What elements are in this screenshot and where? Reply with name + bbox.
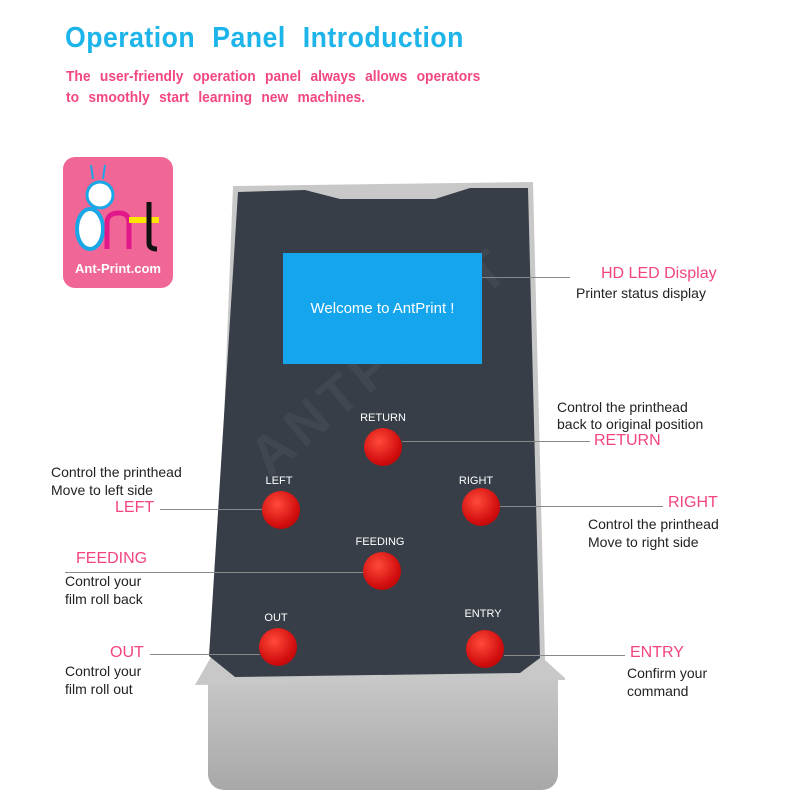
entry-label: ENTRY <box>464 608 502 620</box>
out-button[interactable] <box>259 628 297 666</box>
out-label: OUT <box>264 612 288 624</box>
display-leader-line <box>482 277 570 278</box>
return-callout-desc-1: Control the printhead <box>557 399 688 415</box>
left-label: LEFT <box>265 475 293 487</box>
subtitle-line-1: The user-friendly operation panel always… <box>66 68 481 85</box>
out-callout-desc-2: film roll out <box>65 681 133 697</box>
return-label: RETURN <box>360 412 406 424</box>
display-text: Welcome to AntPrint ! <box>310 300 455 317</box>
left-callout-desc-1: Control the printhead <box>51 464 182 480</box>
out-callout-title: OUT <box>110 644 144 661</box>
entry-button[interactable] <box>466 630 504 668</box>
right-label: RIGHT <box>458 475 494 487</box>
right-callout-desc-2: Move to right side <box>588 534 699 550</box>
entry-callout-desc-2: command <box>627 683 689 699</box>
led-display: Welcome to AntPrint ! <box>283 253 482 364</box>
out-leader-line <box>150 654 260 655</box>
ant-mascot-icon <box>75 164 159 252</box>
return-callout-desc-2: back to original position <box>557 416 704 432</box>
entry-leader-line <box>504 655 625 656</box>
logo-url: Ant-Print.com <box>75 261 161 276</box>
return-button[interactable] <box>364 428 402 466</box>
feeding-callout-title: FEEDING <box>76 550 148 567</box>
left-button[interactable] <box>262 491 300 529</box>
feeding-leader-line <box>65 572 363 573</box>
page-title: Operation Panel Introduction <box>65 22 464 54</box>
subtitle-line-2: to smoothly start learning new machines. <box>66 89 366 106</box>
left-callout-title: LEFT <box>115 499 155 516</box>
return-leader-line <box>402 441 590 442</box>
feeding-label: FEEDING <box>355 536 405 548</box>
right-callout-title: RIGHT <box>668 494 718 511</box>
left-leader-line <box>160 509 262 510</box>
out-callout-desc-1: Control your <box>65 663 142 679</box>
entry-callout-desc-1: Confirm your <box>627 665 708 681</box>
left-callout-desc-2: Move to left side <box>51 482 153 498</box>
right-leader-line <box>500 506 663 507</box>
display-callout-desc: Printer status display <box>576 285 706 301</box>
display-callout-title: HD LED Display <box>601 265 717 282</box>
entry-callout-title: ENTRY <box>630 644 684 661</box>
right-callout-desc-1: Control the printhead <box>588 516 719 532</box>
return-callout-title: RETURN <box>594 432 661 449</box>
right-button[interactable] <box>462 488 500 526</box>
feeding-button[interactable] <box>363 552 401 590</box>
feeding-callout-desc-2: film roll back <box>65 591 143 607</box>
panel-base <box>208 672 558 790</box>
brand-logo: Ant-Print.com <box>63 157 173 288</box>
feeding-callout-desc-1: Control your <box>65 573 142 589</box>
